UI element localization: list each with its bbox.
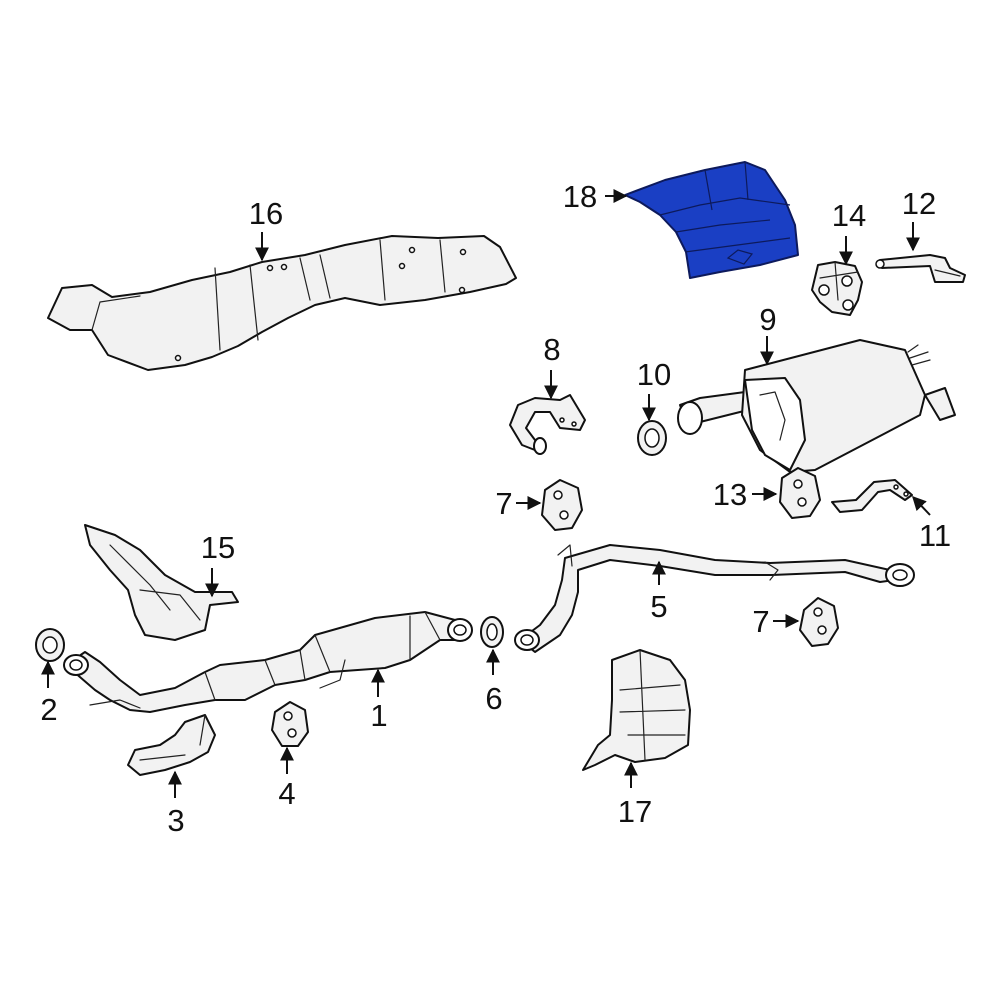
callout-1[interactable]: 1 bbox=[370, 698, 387, 733]
part-9-muffler[interactable] bbox=[677, 339, 956, 473]
part-8-hanger-bracket[interactable] bbox=[509, 394, 586, 455]
callout-10[interactable]: 10 bbox=[637, 357, 671, 392]
callout-3[interactable]: 3 bbox=[167, 803, 184, 838]
callout-4[interactable]: 4 bbox=[278, 776, 295, 811]
callout-2[interactable]: 2 bbox=[40, 692, 57, 727]
part-13-hanger-rubber[interactable] bbox=[779, 467, 821, 519]
part-4-hanger-rubber[interactable] bbox=[271, 701, 309, 747]
part-10-gasket[interactable] bbox=[637, 420, 667, 456]
callout-17[interactable]: 17 bbox=[618, 794, 652, 829]
part-7-hanger-rubber-upper[interactable] bbox=[541, 479, 583, 531]
callout-13[interactable]: 13 bbox=[713, 477, 747, 512]
callout-7-lower[interactable]: 7 bbox=[752, 604, 769, 639]
part-16-heat-shield[interactable] bbox=[47, 235, 517, 371]
part-18-heat-shield-highlighted[interactable] bbox=[624, 161, 799, 279]
part-1-front-pipe-converter[interactable] bbox=[63, 611, 473, 713]
part-14-bracket[interactable] bbox=[811, 261, 863, 316]
part-11-hanger[interactable] bbox=[831, 479, 913, 513]
callout-16[interactable]: 16 bbox=[249, 196, 283, 231]
callout-5[interactable]: 5 bbox=[650, 589, 667, 624]
part-15-heat-insulator[interactable] bbox=[84, 524, 239, 641]
part-2-gasket[interactable] bbox=[35, 628, 65, 662]
callout-8[interactable]: 8 bbox=[543, 332, 560, 367]
part-7-hanger-rubber-lower[interactable] bbox=[799, 597, 839, 647]
callout-9[interactable]: 9 bbox=[759, 302, 776, 337]
part-6-gasket[interactable] bbox=[480, 616, 504, 648]
callout-7-upper[interactable]: 7 bbox=[495, 486, 512, 521]
callout-18[interactable]: 18 bbox=[563, 179, 597, 214]
part-5-center-pipe[interactable] bbox=[514, 544, 915, 653]
part-17-heat-shield[interactable] bbox=[582, 649, 691, 771]
callout-6[interactable]: 6 bbox=[485, 681, 502, 716]
callout-15[interactable]: 15 bbox=[201, 530, 235, 565]
leader-lines bbox=[41, 189, 931, 798]
callout-14[interactable]: 14 bbox=[832, 198, 866, 233]
part-12-hanger[interactable] bbox=[875, 254, 966, 283]
callout-12[interactable]: 12 bbox=[902, 186, 936, 221]
callout-11[interactable]: 11 bbox=[919, 518, 951, 553]
part-3-bracket[interactable] bbox=[127, 714, 216, 776]
callout-numbers: 16 18 14 12 8 9 10 7 13 11 5 7 15 2 1 6 … bbox=[40, 179, 951, 838]
